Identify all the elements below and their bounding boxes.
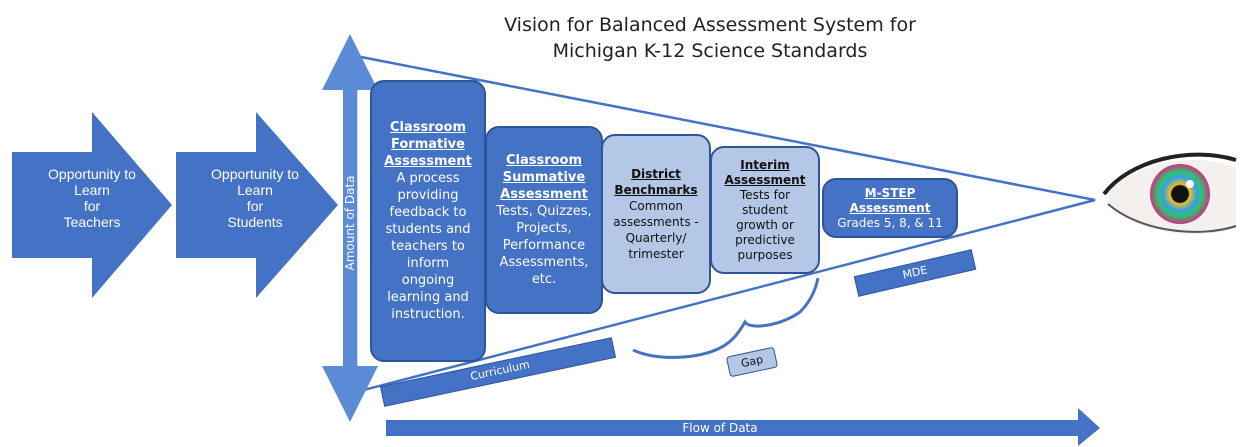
- opportunity-teachers-label: Opportunity to Learn for Teachers: [48, 166, 136, 230]
- gap-tag: [726, 347, 778, 377]
- box-mstep-assessment: M-STEP Assessment Grades 5, 8, & 11: [822, 178, 958, 238]
- eye-icon: [1102, 152, 1237, 235]
- flow-of-data-label: Flow of Data: [682, 421, 758, 435]
- title-line-2: Michigan K-12 Science Standards: [552, 40, 868, 62]
- box-interim-assessment: Interim Assessment Tests for student gro…: [710, 146, 820, 274]
- box-district-benchmarks: District Benchmarks Common assessments -…: [601, 134, 711, 294]
- opportunity-arrow-teachers: [12, 112, 172, 298]
- box-classroom-summative: Classroom Summative Assessment Tests, Qu…: [485, 126, 603, 314]
- title-line-1: Vision for Balanced Assessment System fo…: [504, 14, 916, 36]
- mde-tag: [853, 249, 977, 297]
- curriculum-tag: [379, 337, 617, 407]
- box-classroom-formative: Classroom Formative Assessment A process…: [370, 80, 486, 362]
- gap-brace: [632, 277, 820, 359]
- page-title: Vision for Balanced Assessment System fo…: [420, 12, 1000, 64]
- opportunity-arrow-students: [176, 112, 338, 298]
- flow-of-data-arrow: [386, 408, 1100, 446]
- amount-of-data-label: Amount of Data: [343, 175, 357, 271]
- opportunity-students-label: Opportunity to Learn for Students: [211, 166, 299, 230]
